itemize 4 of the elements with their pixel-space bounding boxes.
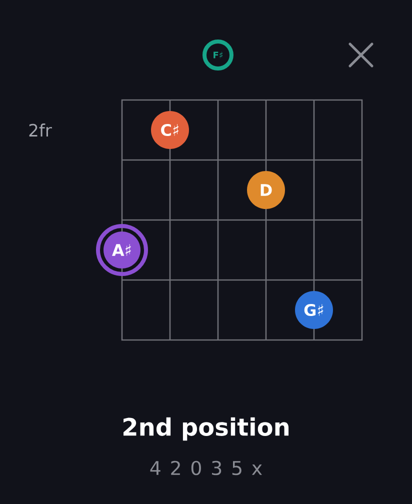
open-string-ring: F♯ (202, 40, 234, 70)
chord-title: 2nd position (124, 417, 289, 441)
fret-label: 2fr (29, 124, 52, 136)
fingering-label: 4 2 0 3 5 x (150, 460, 262, 476)
